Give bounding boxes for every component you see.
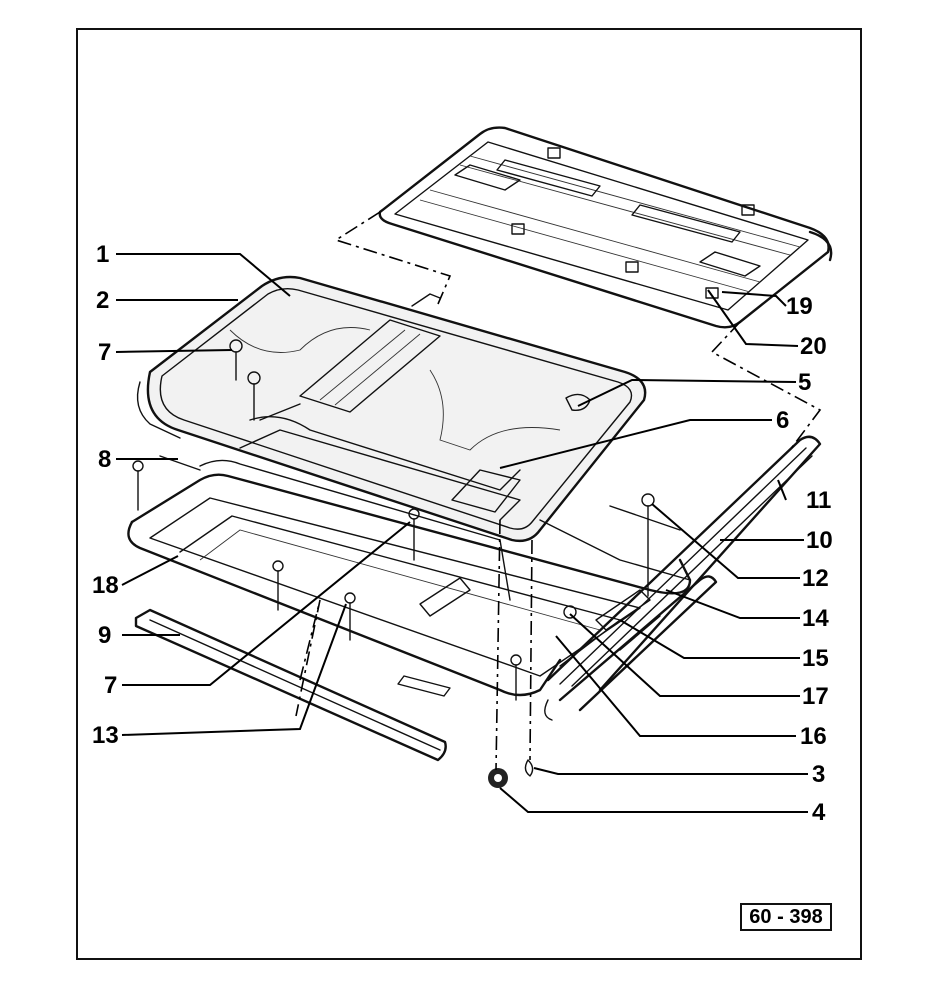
callout-9: 9 [98,622,111,649]
callout-14: 14 [802,605,829,632]
nut-4 [488,768,508,788]
callout-12: 12 [802,565,829,592]
leader-lines [115,253,808,813]
headliner-panel [378,126,833,329]
clip-3 [524,759,534,777]
callout-17: 17 [802,683,829,710]
screw-7-upper [229,339,243,381]
callout-7a: 7 [98,339,111,366]
callout-7b: 7 [104,672,117,699]
screw-12 [641,493,655,597]
figure-reference-code: 60 - 398 [740,903,832,931]
screw-near-3 [510,654,522,701]
callout-2: 2 [96,287,109,314]
screw-upper-left [247,371,261,421]
screw-lower-left [272,560,284,611]
callout-18: 18 [92,572,119,599]
screw-8 [132,460,144,511]
callout-20: 20 [800,333,827,360]
callout-labels: 1 2 7 8 18 9 7 13 19 20 5 6 11 10 12 14 … [92,241,833,826]
callout-10: 10 [806,527,833,554]
fasteners [132,339,655,788]
wind-deflector-strip [134,608,447,762]
bolt-17 [563,605,577,619]
callout-15: 15 [802,645,829,672]
callout-4: 4 [812,799,826,826]
callout-1: 1 [96,241,109,268]
guide-rails [539,435,822,721]
glass-sunroof-panel [136,275,647,543]
callout-19: 19 [786,293,813,320]
callout-3: 3 [812,761,825,788]
callout-5: 5 [798,369,811,396]
diagram-frame [76,28,862,960]
screw-7-lower [408,508,420,561]
callout-16: 16 [800,723,827,750]
callout-13: 13 [92,722,119,749]
screw-13 [344,592,356,641]
callout-11: 11 [806,487,831,514]
callout-6: 6 [776,407,789,434]
callout-8: 8 [98,446,111,473]
sunroof-frame [127,403,692,697]
